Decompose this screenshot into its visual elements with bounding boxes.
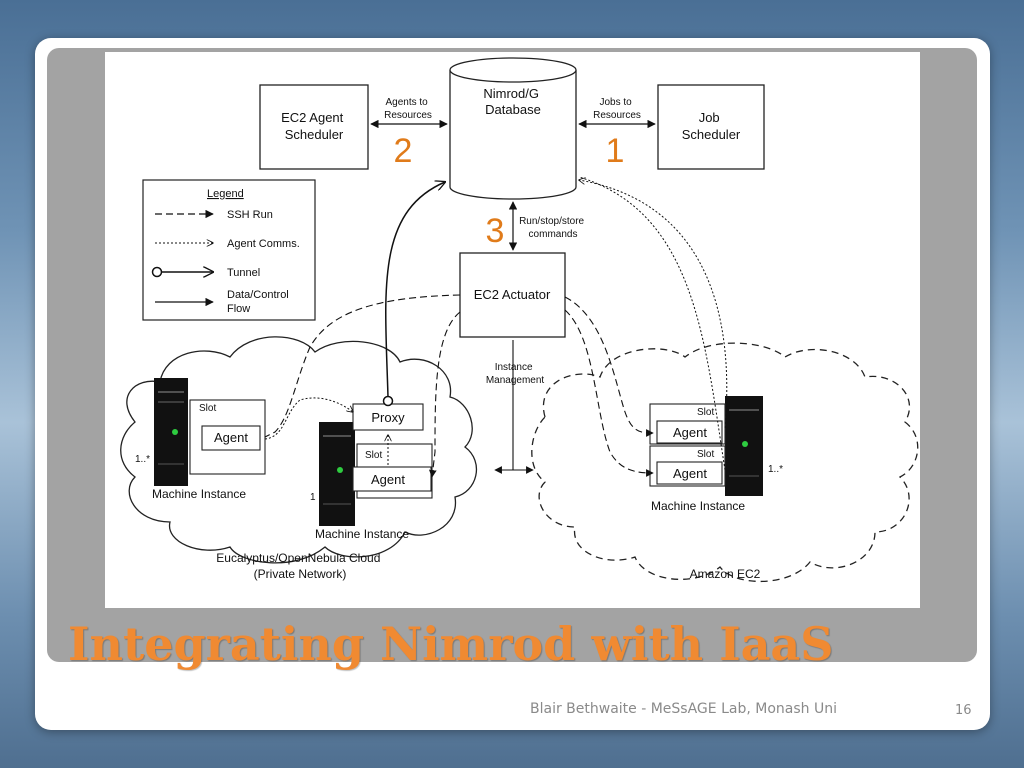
legend-tunnel-label: Tunnel bbox=[227, 267, 260, 279]
instance-proxy-caption: Machine Instance bbox=[315, 527, 409, 541]
multiplicity-amazon: 1..* bbox=[768, 464, 783, 475]
legend-ssh-label: SSH Run bbox=[227, 209, 273, 221]
slide-footer: Blair Bethwaite - MeSsAGE Lab, Monash Un… bbox=[530, 701, 837, 717]
legend-data-flow-label: Data/Control Flow bbox=[227, 289, 292, 315]
ssh-run-amazon-top bbox=[564, 296, 654, 437]
architecture-diagram: Nimrod/G Database EC2 Agent Scheduler Jo… bbox=[105, 52, 920, 608]
tunnel-circle bbox=[382, 395, 394, 407]
agent-comms-amazon-bottom bbox=[578, 176, 726, 471]
legend-box bbox=[142, 179, 316, 321]
agent-left-label: Agent bbox=[214, 430, 248, 445]
private-cloud-label: Eucalyptus/OpenNebula Cloud (Private Net… bbox=[216, 551, 383, 581]
instance-amazon-caption: Machine Instance bbox=[651, 499, 745, 513]
database-label: Nimrod/G Database bbox=[483, 86, 542, 117]
ec2-agent-scheduler-box bbox=[259, 84, 369, 170]
multiplicity-left: 1..* bbox=[135, 454, 150, 465]
amazon-cloud-outline bbox=[531, 342, 919, 583]
job-scheduler-label: Job Scheduler bbox=[682, 110, 741, 142]
slot-proxy-label: Slot bbox=[365, 450, 382, 461]
slide-title: Integrating Nimrod with IaaS bbox=[68, 617, 834, 671]
ssh-run-proxy bbox=[429, 311, 461, 478]
agent-proxy-box bbox=[352, 466, 432, 492]
server-left-icon bbox=[154, 378, 188, 486]
agent-proxy-label: Agent bbox=[371, 472, 405, 487]
legend-title: Legend bbox=[207, 188, 244, 200]
page-number: 16 bbox=[955, 703, 972, 718]
proxy-box bbox=[352, 403, 424, 431]
agents-to-resources-label: Agents to Resources bbox=[384, 97, 432, 121]
agent-comms-amazon-top bbox=[579, 180, 728, 429]
ssh-run-amazon-bottom bbox=[564, 309, 654, 477]
private-cloud-outline bbox=[120, 336, 477, 564]
job-scheduler-box bbox=[657, 84, 765, 170]
ec2-actuator-label: EC2 Actuator bbox=[474, 287, 551, 302]
multiplicity-proxy: 1 bbox=[310, 492, 316, 503]
database-cylinder bbox=[449, 57, 577, 200]
agent-amazon-top-label: Agent bbox=[673, 425, 707, 440]
slot-amazon-top-label: Slot bbox=[697, 407, 714, 418]
diagram-svg: Nimrod/G Database EC2 Agent Scheduler Jo… bbox=[120, 57, 919, 583]
amazon-cloud-label: Amazon EC2 bbox=[690, 567, 761, 581]
slot-amazon-bottom-label: Slot bbox=[697, 449, 714, 460]
tunnel-line bbox=[384, 182, 445, 398]
agent-amazon-top-box bbox=[656, 420, 723, 444]
instance-management-label: Instance Management bbox=[486, 362, 545, 386]
run-stop-store-label: Run/stop/store commands bbox=[519, 216, 587, 240]
agent-amazon-bottom-box bbox=[656, 461, 723, 485]
server-proxy-icon bbox=[319, 422, 355, 526]
instance-left-caption: Machine Instance bbox=[152, 487, 246, 501]
step-number-1: 1 bbox=[606, 132, 625, 170]
agent-left-box bbox=[201, 425, 261, 451]
proxy-label: Proxy bbox=[371, 410, 405, 425]
jobs-to-resources-label: Jobs to Resources bbox=[593, 97, 641, 121]
legend-tunnel-circle bbox=[151, 266, 163, 278]
step-number-2: 2 bbox=[394, 132, 413, 170]
agent-amazon-bottom-label: Agent bbox=[673, 466, 707, 481]
slot-left-label: Slot bbox=[199, 403, 216, 414]
ssh-run-left bbox=[264, 294, 461, 438]
step-number-3: 3 bbox=[486, 212, 505, 250]
ec2-actuator-box bbox=[459, 252, 566, 338]
ec2-agent-scheduler-label: EC2 Agent Scheduler bbox=[281, 110, 347, 142]
legend-agent-comms-label: Agent Comms. bbox=[227, 238, 300, 250]
